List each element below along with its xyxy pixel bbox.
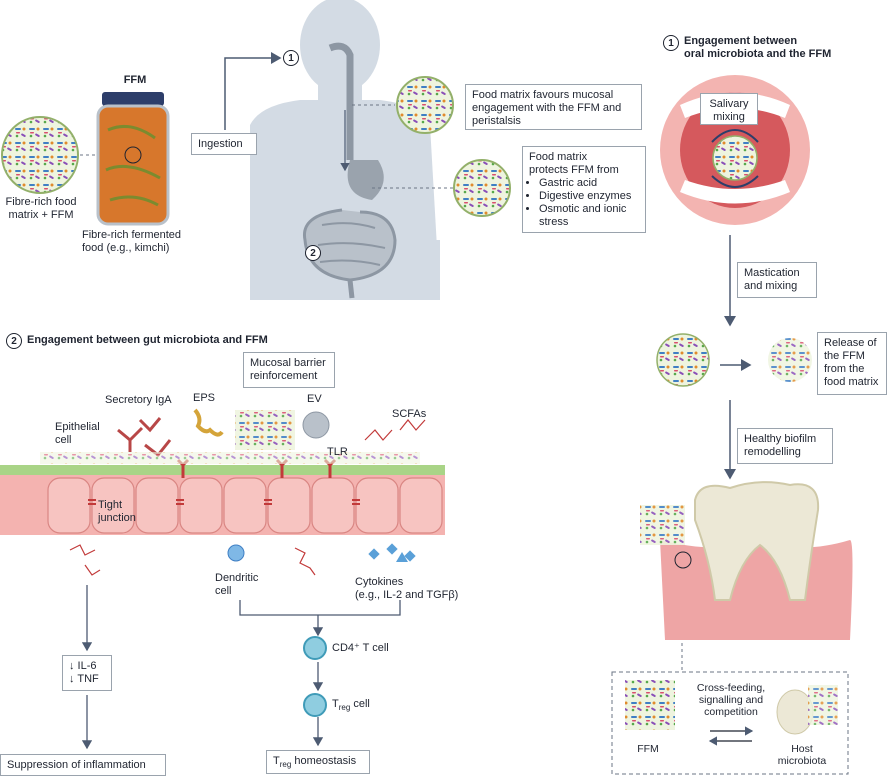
scfa-lower: [69, 544, 316, 576]
cytokine-shapes: [368, 543, 416, 562]
kimchi-jar: [96, 92, 170, 226]
protects-item-enzymes: Digestive enzymes: [539, 190, 639, 203]
secretory-iga-molecules: [117, 417, 172, 458]
cd4-label: CD4⁺ T cell: [332, 642, 389, 654]
biofilm-box: Healthy biofilm remodelling: [737, 428, 833, 464]
treg-cell-label: Treg cell: [332, 698, 370, 713]
tooth-illustration: [640, 481, 853, 640]
protects-box: Food matrix protects FFM from Gastric ac…: [522, 146, 646, 233]
ingestion-arrow: [224, 52, 282, 130]
oral-step-badge: 1: [663, 35, 679, 51]
step2-badge: 2: [305, 245, 321, 261]
mouth-illustration: [660, 75, 810, 225]
eps-label: EPS: [193, 392, 216, 404]
mucosal-matrix-circle: [396, 76, 454, 134]
eps-strand: [193, 408, 224, 437]
scfa-molecules: [364, 419, 426, 441]
mucosal-engagement-box: Food matrix favours mucosal engagement w…: [465, 84, 642, 130]
food-matrix-circle: [1, 116, 79, 194]
protects-title: Food matrix protects FFM from: [529, 151, 619, 176]
ev-vesicle: [302, 411, 330, 439]
release-box: Release of the FFM from the food matrix: [817, 332, 887, 395]
cd4-t-cell: [303, 636, 327, 660]
dendritic-cell: [227, 544, 245, 562]
digestive-tract: [302, 42, 397, 299]
dendritic-label: Dendritic cell: [215, 572, 259, 597]
cross-feeding-label: Cross-feeding, signalling and competitio…: [696, 682, 766, 718]
suppression-box: Suppression of inflammation: [0, 754, 166, 776]
cytokines-label: Cytokines (e.g., IL-2 and TGFβ): [355, 576, 459, 601]
salivary-box: Salivary mixing: [700, 93, 758, 125]
ffm-cluster: [625, 680, 675, 730]
treg-homeostasis-box: Treg homeostasis: [266, 750, 370, 774]
tlr-label: TLR: [327, 446, 348, 458]
mucosal-barrier-box: Mucosal barrier reinforcement: [243, 352, 335, 388]
ffm-title: FFM: [123, 74, 147, 86]
matrix-before-release: [656, 333, 710, 387]
ingestion-box: Ingestion: [191, 133, 257, 155]
mastication-box: Mastication and mixing: [737, 262, 817, 298]
treg-cell: [303, 693, 327, 717]
protects-item-gastric: Gastric acid: [539, 177, 639, 190]
secretory-iga-label: Secretory IgA: [105, 394, 172, 406]
gut-step-badge: 2: [6, 333, 22, 349]
tight-junction-label: Tight junction: [98, 499, 136, 524]
step1-badge: 1: [283, 50, 299, 66]
protects-item-osmotic: Osmotic and ionic stress: [539, 203, 639, 229]
gut-title: Engagement between gut microbiota and FF…: [27, 334, 268, 346]
released-ffm: [768, 338, 812, 382]
ffm-label: FFM: [637, 743, 659, 755]
host-microbiota-label: Host microbiota: [777, 743, 827, 767]
host-microbiota-cell: [776, 689, 814, 735]
oral-title: Engagement between oral microbiota and t…: [684, 35, 832, 60]
cross-feeding-panel: [611, 671, 849, 775]
il6-tnf-box: ↓ IL-6 ↓ TNF: [62, 655, 112, 691]
kimchi-label: Fibre-rich fermented food (e.g., kimchi): [82, 229, 182, 254]
ev-label: EV: [307, 393, 322, 405]
dc-cytokine-bracket: [239, 600, 401, 616]
stomach-matrix-circle: [453, 159, 511, 217]
lumen-microbes: [40, 410, 420, 464]
gut-epithelium: [0, 458, 445, 535]
epithelial-label: Epithelial cell: [55, 421, 100, 446]
matrix-label: Fibre-rich food matrix + FFM: [5, 196, 77, 221]
scfas-label: SCFAs: [392, 408, 427, 420]
